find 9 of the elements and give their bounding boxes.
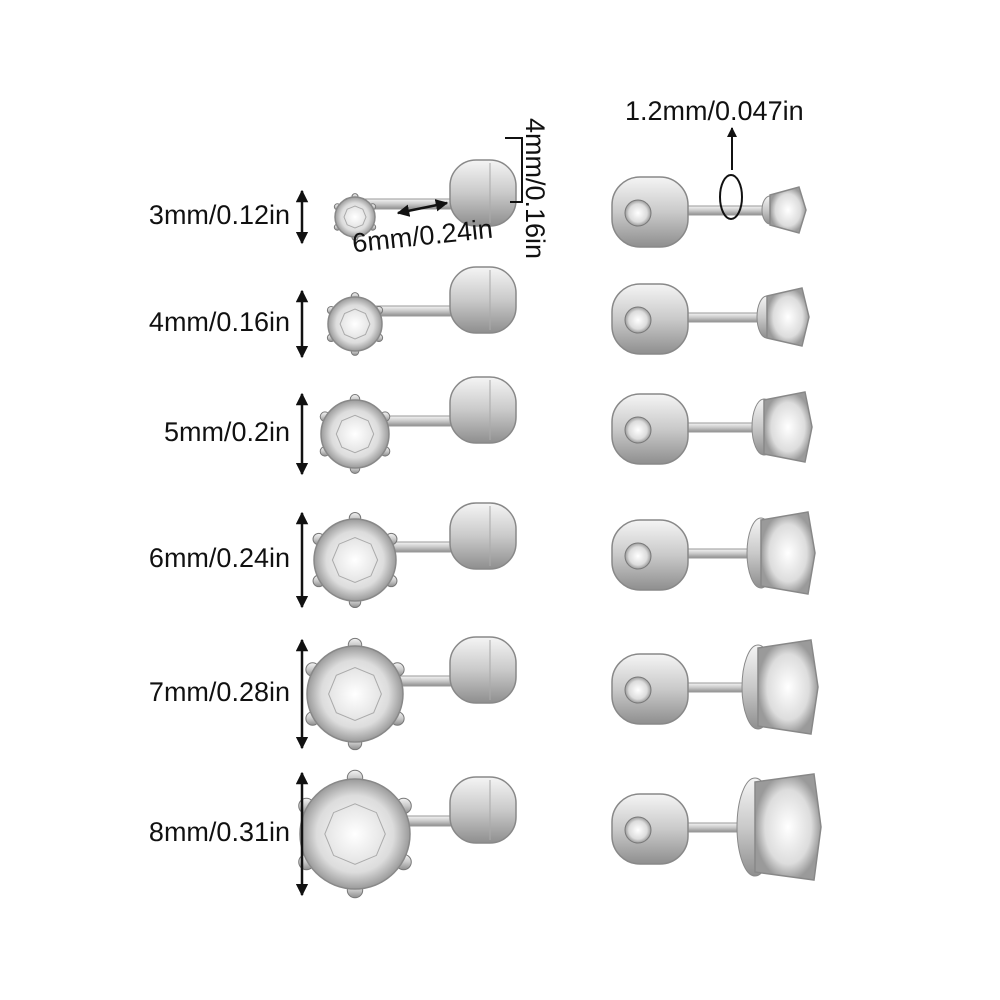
dimension-label: 4mm/0.16in bbox=[520, 118, 548, 260]
dimension-label: 3mm/0.12in bbox=[148, 202, 290, 229]
dimension-label: 6mm/0.24in bbox=[148, 545, 290, 572]
dimension-label: 1.2mm/0.047in bbox=[625, 98, 804, 125]
dimension-label: 7mm/0.28in bbox=[148, 679, 290, 706]
dimension-label: 6mm/0.24in bbox=[350, 216, 494, 258]
dimension-label: 4mm/0.16in bbox=[148, 309, 290, 336]
dimension-label: 5mm/0.2in bbox=[164, 419, 290, 446]
dimension-label: 8mm/0.31in bbox=[148, 819, 290, 846]
